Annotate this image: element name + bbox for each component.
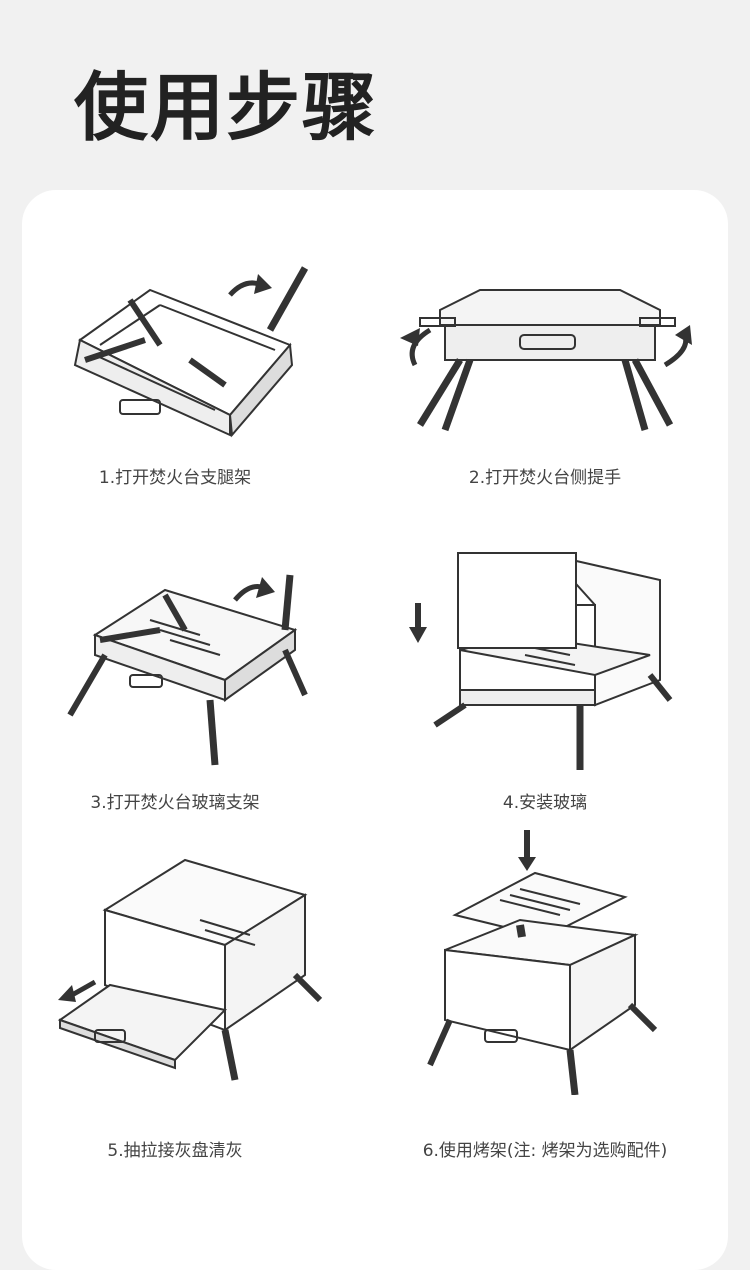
step-5-illustration <box>57 858 323 1081</box>
step-5-caption: 5.抽拉接灰盘清灰 <box>107 1141 243 1161</box>
step-2-illustration <box>400 289 692 432</box>
step-4: 4.安装玻璃 <box>370 545 720 813</box>
step-3-caption: 3.打开焚火台玻璃支架 <box>90 793 260 813</box>
page-title: 使用步骤 <box>74 65 378 151</box>
step-4-illustration <box>409 552 673 770</box>
step-1: 1.打开焚火台支腿架 <box>0 250 350 490</box>
step-4-caption: 4.安装玻璃 <box>502 793 588 813</box>
step-1-illustration <box>73 266 309 438</box>
step-1-caption: 1.打开焚火台支腿架 <box>98 468 252 488</box>
step-3: 3.打开焚火台玻璃支架 <box>0 560 350 813</box>
step-5: 5.抽拉接灰盘清灰 <box>0 850 350 1161</box>
step-3-illustration <box>67 574 308 766</box>
step-2-caption: 2.打开焚火台侧提手 <box>468 468 622 488</box>
step-6: 6.使用烤架(注: 烤架为选购配件) <box>370 825 720 1161</box>
step-6-illustration <box>427 830 658 1095</box>
step-2: 2.打开焚火台侧提手 <box>370 250 720 490</box>
step-6-caption: 6.使用烤架(注: 烤架为选购配件) <box>422 1141 668 1161</box>
